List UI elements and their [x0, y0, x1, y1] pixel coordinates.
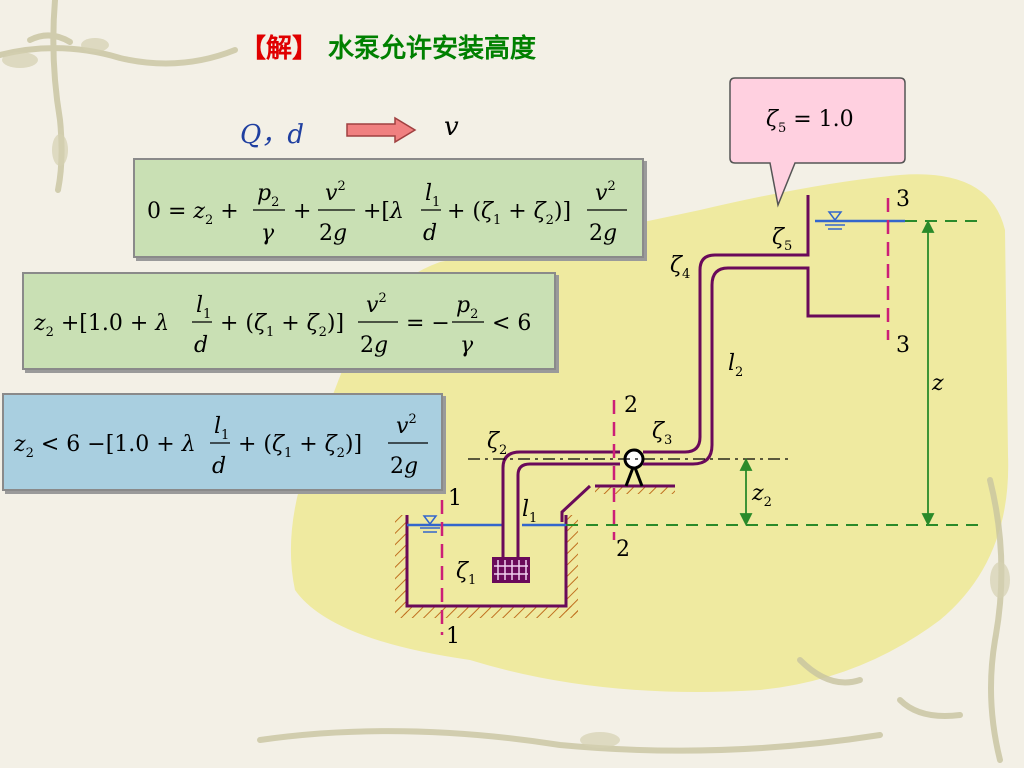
svg-text:= −: = −	[406, 311, 450, 336]
zeta5-label: ζ5	[772, 225, 792, 254]
section-label-2-bottom: 2	[616, 537, 630, 562]
given-v: v	[444, 112, 459, 142]
equation-1-box: 0 = z2 + p2 γ + v2 2g +[λ l1 d + (ζ1 + ζ…	[133, 158, 644, 258]
svg-text:< 6: < 6	[492, 311, 531, 336]
svg-text:γ: γ	[460, 333, 474, 358]
svg-text:2g: 2g	[360, 333, 388, 358]
z-label: z	[931, 371, 944, 396]
section-label-3-bottom: 3	[896, 333, 910, 358]
equation-3-box: z2 < 6 −[1.0 + λ l1 d + (ζ1 + ζ2)] v2 2g	[2, 393, 443, 491]
strainer	[492, 557, 530, 583]
section-label-2-top: 2	[624, 393, 638, 418]
svg-text:γ: γ	[261, 221, 275, 246]
zeta3-label: ζ3	[652, 419, 672, 448]
zeta2-label: ζ2	[487, 429, 507, 458]
svg-text:d: d	[212, 454, 226, 479]
svg-text:+[λ: +[λ	[363, 199, 404, 224]
svg-text:2g: 2g	[589, 221, 617, 246]
section-label-1-bottom: 1	[446, 624, 460, 649]
l2-label: l2	[728, 351, 743, 380]
l1-label: l1	[522, 497, 537, 526]
upper-water-surface	[815, 211, 905, 230]
lower-reservoir	[395, 515, 578, 618]
discharge-pipe	[643, 195, 880, 466]
equation-2-box: z2 +[1.0 + λ l1 d + (ζ1 + ζ2)] v2 2g = −…	[22, 272, 556, 370]
vine-decoration	[0, 0, 1005, 763]
leaf-decoration	[2, 38, 1010, 748]
svg-text:d: d	[194, 333, 208, 358]
z2-label: z2	[751, 481, 772, 510]
section-label-3-top: 3	[896, 187, 910, 212]
svg-text:2g: 2g	[319, 221, 347, 246]
zeta1-label: ζ1	[456, 559, 476, 588]
given-arrow	[346, 116, 417, 144]
pump-icon	[623, 448, 645, 487]
pump-base	[560, 484, 675, 522]
section-lines	[440, 198, 890, 635]
zeta5-callout: ζ5 = 1.0	[729, 77, 906, 208]
equation-3: z2 < 6 −[1.0 + λ	[13, 432, 196, 461]
svg-text:2g: 2g	[390, 454, 418, 479]
given-q-d: Q，d	[240, 120, 304, 150]
diagram-labels: 1 1 2 2 3 3 ζ1 ζ2 ζ3 ζ4 ζ5 l1 l2 z z2	[446, 187, 944, 649]
title-bracket: 【解】	[240, 34, 319, 64]
title-main: 水泵允许安装高度	[328, 34, 537, 64]
page-title: 【解】水泵允许安装高度	[240, 28, 536, 65]
section-label-1-top: 1	[448, 486, 462, 511]
zeta4-label: ζ4	[670, 253, 690, 282]
equation-2: z2 +[1.0 + λ	[33, 311, 169, 340]
dimension-z	[739, 219, 935, 527]
svg-text:+: +	[293, 199, 311, 224]
svg-text:ζ5 = 1.0: ζ5 = 1.0	[766, 107, 854, 136]
reference-lines	[468, 220, 985, 526]
svg-text:d: d	[423, 221, 437, 246]
equation-1: 0 = z2 +	[147, 199, 239, 228]
suction-pipe	[501, 450, 620, 558]
